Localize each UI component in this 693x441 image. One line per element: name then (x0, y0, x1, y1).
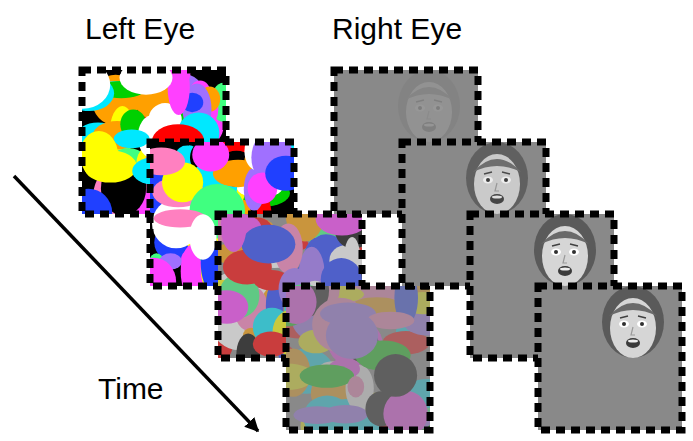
mask-blob (323, 405, 368, 423)
mask-blob (218, 290, 248, 324)
column-heading: Right Eye (332, 12, 462, 47)
mask-blob (347, 376, 364, 397)
face-picture (466, 142, 528, 214)
mask-blob (114, 130, 150, 149)
mask-blob (221, 214, 247, 252)
mask-blob (82, 189, 112, 214)
face-picture (602, 286, 664, 358)
face-frame (538, 286, 682, 430)
mask-blob (242, 225, 296, 264)
mask-blob (82, 70, 110, 109)
face-picture (534, 214, 596, 286)
frame-ground (538, 286, 682, 430)
mask-blob (189, 214, 216, 259)
mask-blob (326, 312, 378, 359)
mask-blob (84, 150, 137, 182)
frame-border (538, 286, 682, 430)
mask-blob (383, 391, 427, 430)
face-picture (398, 70, 460, 142)
mask-blob (374, 354, 417, 397)
mask-blob (265, 156, 294, 191)
mask-blob (192, 142, 229, 172)
mask-blob (286, 286, 317, 324)
mask-blob (120, 70, 173, 95)
face-frames (334, 70, 682, 430)
axis-label: Time (98, 372, 164, 407)
column-heading: Left Eye (85, 12, 195, 47)
mask-blob (300, 364, 354, 387)
mask-blob (150, 148, 185, 176)
frame-border (286, 286, 430, 430)
time-arrow (14, 176, 258, 431)
mondrian-mask (260, 264, 452, 441)
mask-blob (150, 258, 176, 286)
